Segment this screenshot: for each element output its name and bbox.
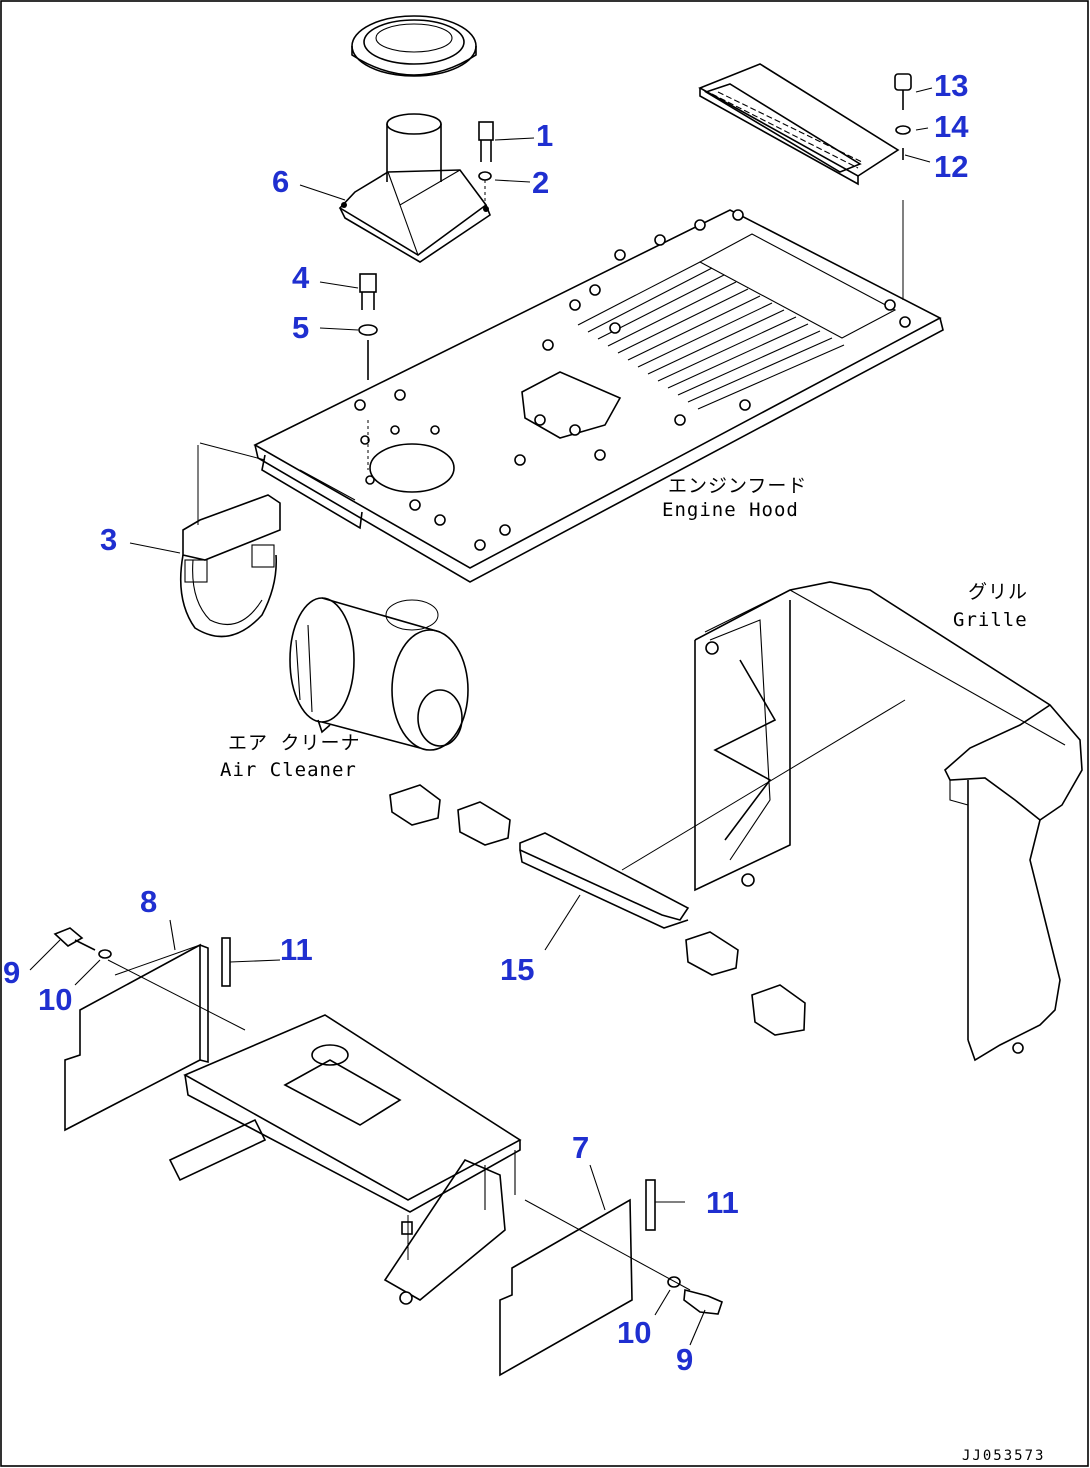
grille-label-jp: グリル: [968, 581, 1028, 603]
grille-part: [694, 581, 1083, 1062]
callout-11-left: 11: [280, 932, 313, 967]
frame-base-part: [168, 1014, 522, 1305]
bolt-1: [478, 121, 494, 205]
pin-11-left: [221, 937, 281, 987]
drawing-code: JJ053573: [962, 1448, 1045, 1464]
callout-11-right: 11: [706, 1185, 739, 1220]
callout-1: 1: [536, 118, 553, 153]
pin-11-right: [645, 1179, 685, 1231]
air-cleaner-label-jp: エア クリーナ: [228, 732, 360, 754]
callout-4: 4: [292, 260, 310, 295]
leader-lines: [29, 87, 933, 1346]
bolt-9-right: [667, 1276, 723, 1315]
callout-10-left: 10: [38, 982, 72, 1017]
engine-hood-part: [253, 209, 944, 583]
callout-13: 13: [934, 68, 968, 103]
bolt-4: [358, 273, 378, 470]
callout-7: 7: [572, 1130, 589, 1165]
callout-12: 12: [934, 149, 968, 184]
bolt-13: [894, 73, 912, 300]
top-grate-part: [698, 63, 900, 186]
bar-15-part: [519, 699, 906, 929]
callout-10-right: 10: [617, 1315, 651, 1350]
cap-part: [351, 15, 477, 77]
bolt-9-left: [53, 927, 112, 959]
callout-6: 6: [272, 164, 289, 199]
engine-hood-label-jp: エンジンフード: [668, 475, 807, 497]
callout-14: 14: [934, 109, 969, 144]
callout-9-left: 9: [3, 955, 20, 990]
air-cleaner-label-en: Air Cleaner: [220, 759, 357, 781]
callout-15: 15: [500, 952, 534, 987]
bracket-clamp-part: [179, 442, 281, 638]
engine-hood-label-en: Engine Hood: [662, 499, 799, 521]
intake-duct-part: [338, 113, 491, 263]
callout-5: 5: [292, 310, 309, 345]
callout-2: 2: [532, 165, 549, 200]
callout-8: 8: [140, 884, 157, 919]
side-panel-8: [64, 943, 246, 1132]
callout-3: 3: [100, 522, 117, 557]
side-panel-7: [499, 1198, 691, 1377]
callout-9-right: 9: [676, 1342, 693, 1377]
clip-brackets: [389, 784, 806, 1036]
air-cleaner-part: [289, 597, 469, 751]
grille-label-en: Grille: [953, 609, 1028, 631]
